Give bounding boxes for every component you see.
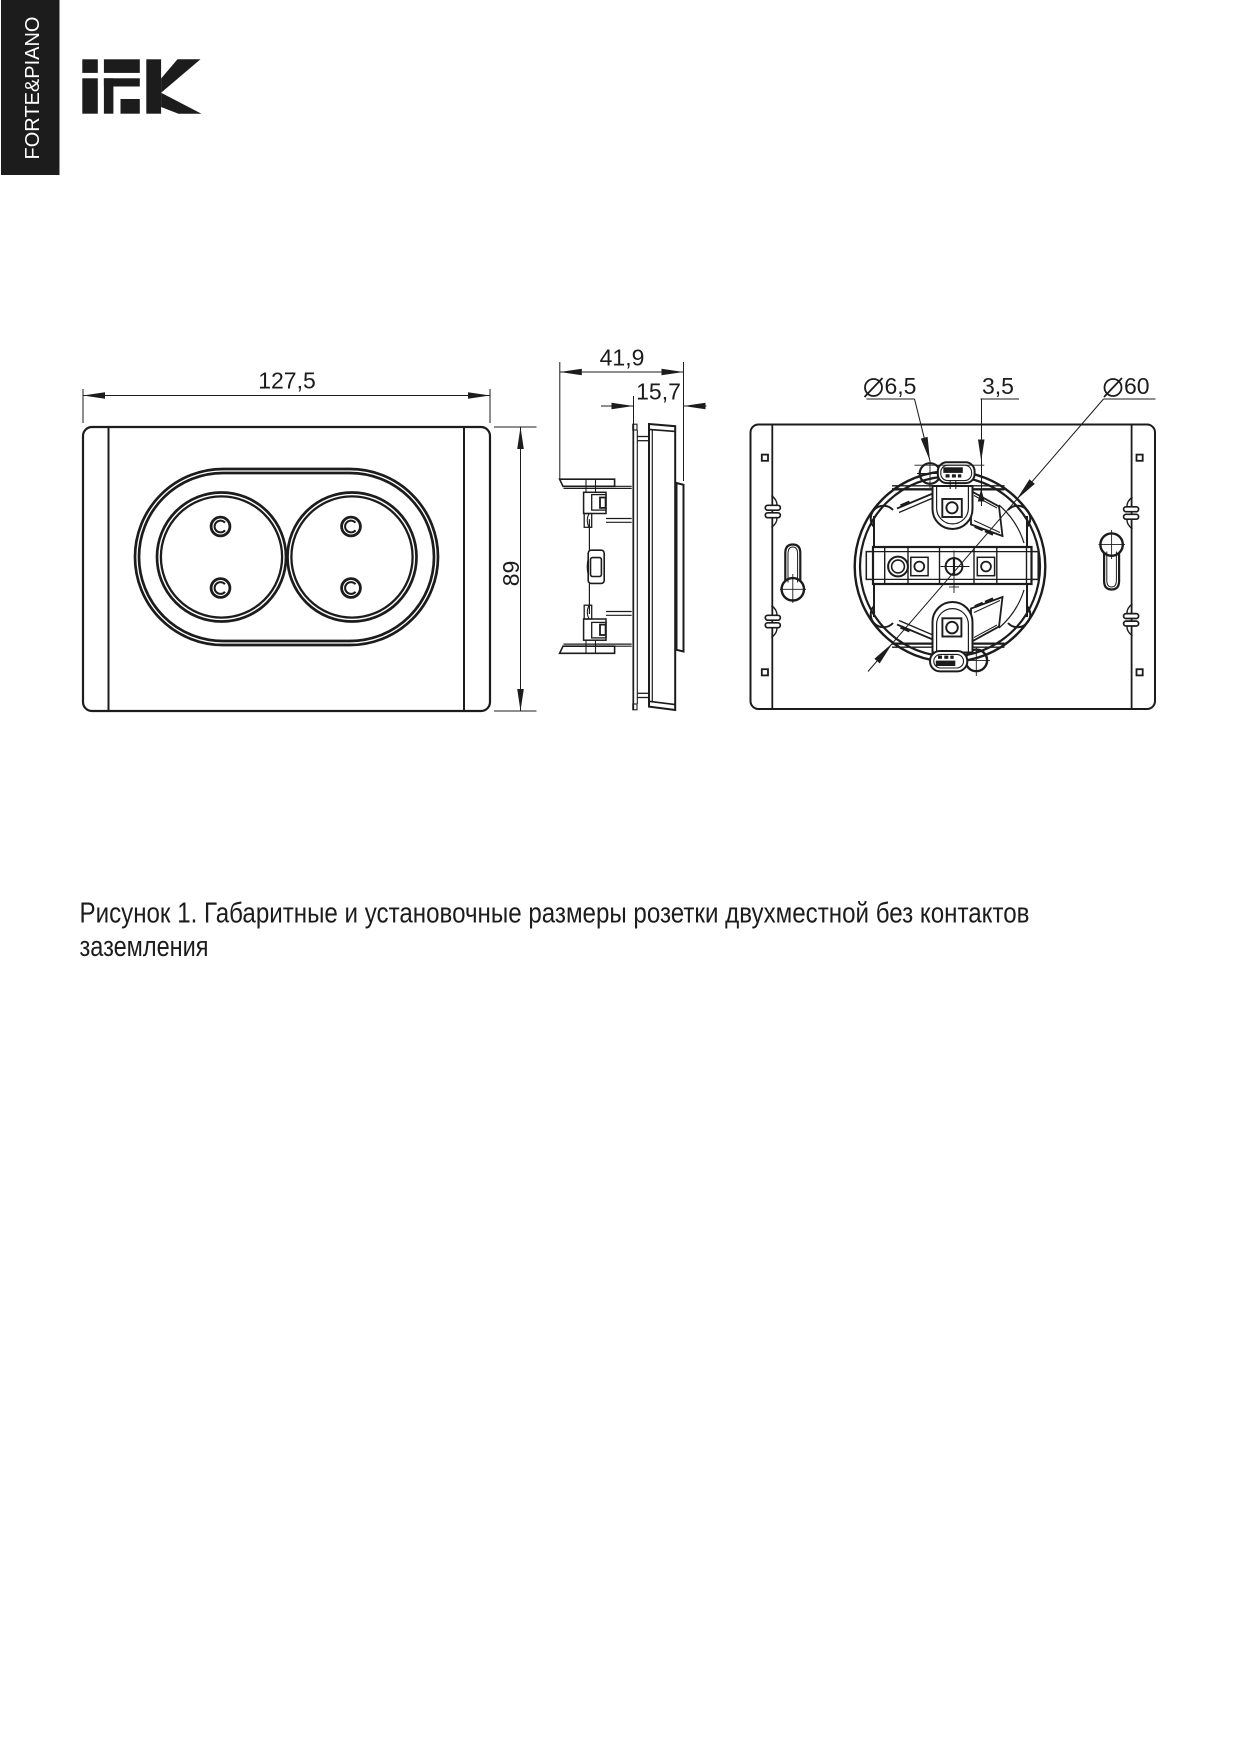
svg-text:заземления: заземления — [80, 931, 209, 963]
svg-text:15,7: 15,7 — [636, 379, 681, 405]
svg-text:89: 89 — [498, 561, 524, 587]
svg-text:60: 60 — [1124, 373, 1150, 399]
svg-text:6,5: 6,5 — [885, 373, 917, 399]
svg-text:41,9: 41,9 — [600, 345, 645, 371]
svg-text:3,5: 3,5 — [982, 373, 1014, 399]
svg-text:FORTE&PIANO: FORTE&PIANO — [22, 17, 44, 160]
svg-text:Рисунок 1. Габаритные и устано: Рисунок 1. Габаритные и установочные раз… — [80, 898, 1030, 930]
svg-text:127,5: 127,5 — [258, 368, 316, 394]
